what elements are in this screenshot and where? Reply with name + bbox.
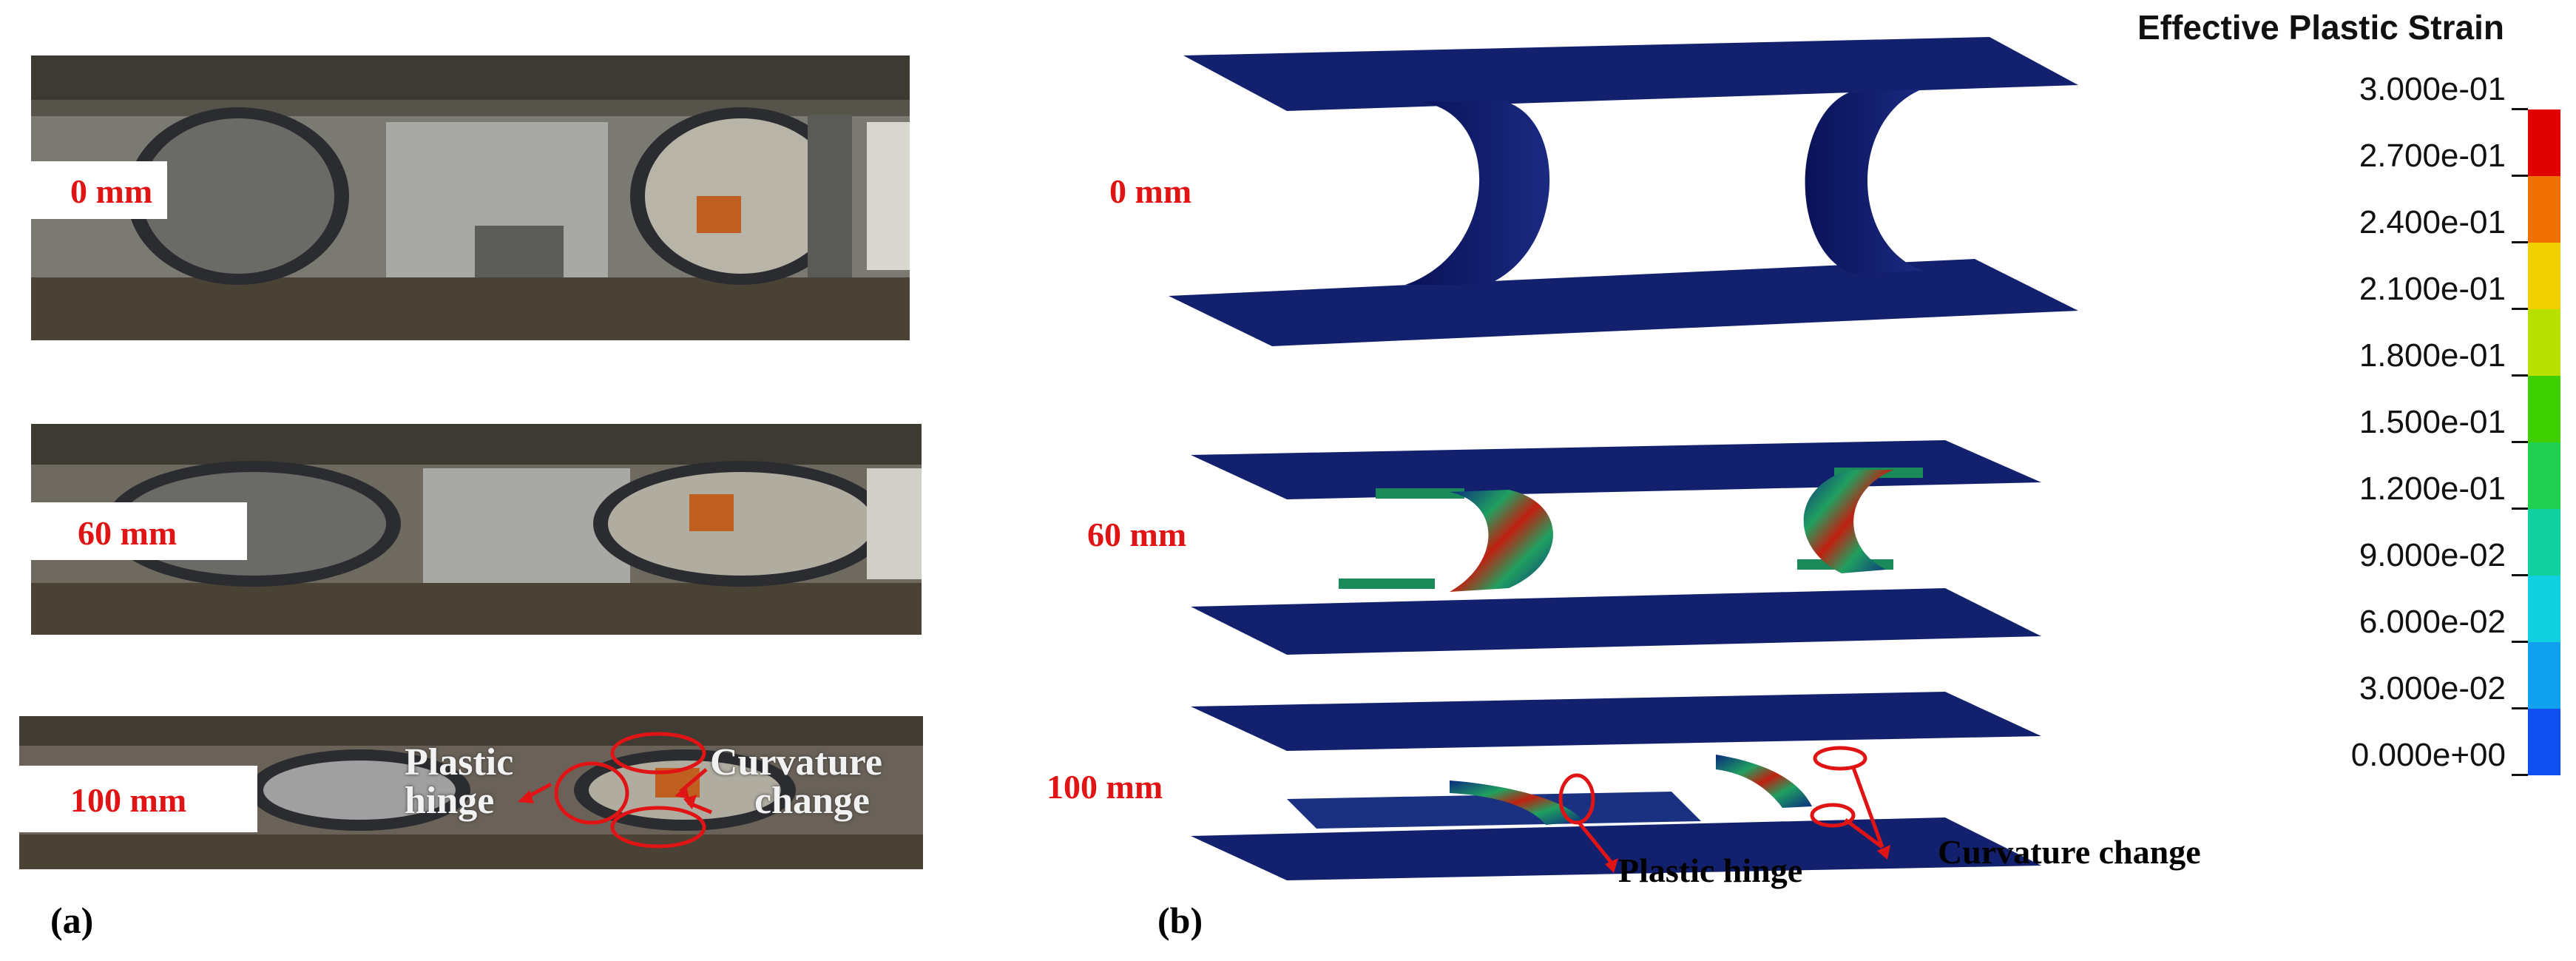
label-box-60mm bbox=[25, 502, 247, 560]
fe-curvature-text: Curvature change bbox=[1938, 833, 2201, 871]
legend-tick-label: 3.000e-02 bbox=[2359, 670, 2506, 707]
legend-tick-mark bbox=[2512, 774, 2528, 776]
fe-curvature-circle-bottom bbox=[1810, 803, 1856, 828]
legend-tick-label: 0.000e+00 bbox=[2350, 737, 2506, 773]
legend-color-segment bbox=[2528, 576, 2560, 642]
legend-color-segment bbox=[2528, 243, 2560, 309]
legend-tick-label: 9.000e-02 bbox=[2359, 537, 2506, 573]
fe-60mm-bottom-plate bbox=[1191, 588, 2041, 655]
fe-label-0mm: 0 mm bbox=[1109, 172, 1192, 210]
fe-hinge-circle bbox=[1558, 773, 1595, 825]
legend-color-segment bbox=[2528, 376, 2560, 442]
curvature-circle-top bbox=[610, 732, 706, 775]
legend-title: Effective Plastic Strain bbox=[2137, 8, 2504, 47]
fe-curvature-circle-top bbox=[1813, 746, 1867, 771]
fe-0mm-bottom-plate bbox=[1169, 259, 2078, 346]
legend-color-segment bbox=[2528, 442, 2560, 509]
photo-100mm bbox=[19, 716, 923, 869]
legend-color-segment bbox=[2528, 109, 2560, 176]
hinge-circle bbox=[554, 761, 629, 825]
label-box-100mm bbox=[19, 766, 257, 832]
fe-0mm-left-tube bbox=[1405, 101, 1550, 285]
fe-100mm-inner-plate bbox=[1287, 792, 1701, 829]
fe-60mm-left-tube bbox=[1450, 490, 1553, 592]
fe-100mm-top-plate bbox=[1191, 692, 2041, 751]
legend-tick-label: 6.000e-02 bbox=[2359, 604, 2506, 640]
fe-0mm-top-plate bbox=[1183, 37, 2078, 111]
legend-tick-mark bbox=[2512, 574, 2528, 576]
legend-tick-mark bbox=[2512, 308, 2528, 310]
photo-0mm bbox=[31, 55, 910, 340]
photo-hinge-text: Plastic hinge bbox=[405, 743, 513, 820]
legend-tick-mark bbox=[2512, 641, 2528, 643]
legend-color-segment bbox=[2528, 709, 2560, 775]
photo-hinge-line1: Plastic bbox=[405, 741, 514, 783]
fe-hinge-text: Plastic hinge bbox=[1618, 852, 1803, 889]
photo-label-60mm: 60 mm bbox=[78, 514, 178, 552]
label-box-0mm bbox=[25, 161, 167, 219]
legend-tick-mark bbox=[2512, 175, 2528, 177]
photo-curvature-text: Curvature change bbox=[710, 743, 882, 820]
legend-tick-label: 2.700e-01 bbox=[2359, 138, 2506, 174]
panel-a-label: (a) bbox=[50, 900, 94, 941]
legend-color-segment bbox=[2528, 309, 2560, 376]
fe-100mm-left-tube bbox=[1450, 780, 1583, 825]
fe-model bbox=[1169, 37, 2078, 880]
panel-b-label: (b) bbox=[1157, 900, 1203, 941]
legend-tick-label: 1.500e-01 bbox=[2359, 404, 2506, 440]
fe-0mm-right-tube bbox=[1805, 89, 1923, 274]
fe-60mm-strip-bl bbox=[1339, 579, 1435, 589]
photo-hinge-line2: hinge bbox=[405, 780, 495, 822]
legend-tick-label: 2.100e-01 bbox=[2359, 271, 2506, 307]
photo-label-0mm: 0 mm bbox=[70, 172, 153, 210]
legend-tick-mark bbox=[2512, 374, 2528, 377]
legend-tick-mark bbox=[2512, 108, 2528, 110]
photo-annotation-marks bbox=[518, 732, 712, 849]
legend-tick-label: 1.200e-01 bbox=[2359, 471, 2506, 507]
legend-tick-mark bbox=[2512, 241, 2528, 243]
legend-tick-label: 2.400e-01 bbox=[2359, 204, 2506, 240]
legend-colorbar bbox=[2528, 109, 2560, 775]
fe-model-0mm bbox=[1169, 37, 2078, 346]
legend-tick-mark bbox=[2512, 707, 2528, 709]
fe-60mm-right-tube bbox=[1803, 470, 1893, 573]
fe-60mm-strip-tl bbox=[1376, 488, 1464, 499]
fe-100mm-right-tube bbox=[1716, 755, 1812, 808]
fe-label-60mm: 60 mm bbox=[1087, 516, 1187, 553]
photo-curvature-line2: change bbox=[754, 780, 870, 822]
legend-tick-label: 3.000e-01 bbox=[2359, 71, 2506, 107]
legend-color-segment bbox=[2528, 642, 2560, 709]
legend-color-segment bbox=[2528, 176, 2560, 243]
legend-tick-label: 1.800e-01 bbox=[2359, 337, 2506, 374]
legend-tick-mark bbox=[2512, 441, 2528, 443]
photo-label-100mm: 100 mm bbox=[70, 781, 187, 819]
fe-model-100mm bbox=[1191, 692, 2041, 880]
photo-curvature-line1: Curvature bbox=[710, 741, 883, 783]
fe-100mm-bottom-plate bbox=[1191, 817, 2041, 880]
legend-tick-mark bbox=[2512, 508, 2528, 510]
fe-model-60mm bbox=[1191, 440, 2041, 655]
curvature-circle-bottom bbox=[610, 806, 706, 849]
legend-color-segment bbox=[2528, 509, 2560, 576]
fe-label-100mm: 100 mm bbox=[1047, 768, 1163, 806]
